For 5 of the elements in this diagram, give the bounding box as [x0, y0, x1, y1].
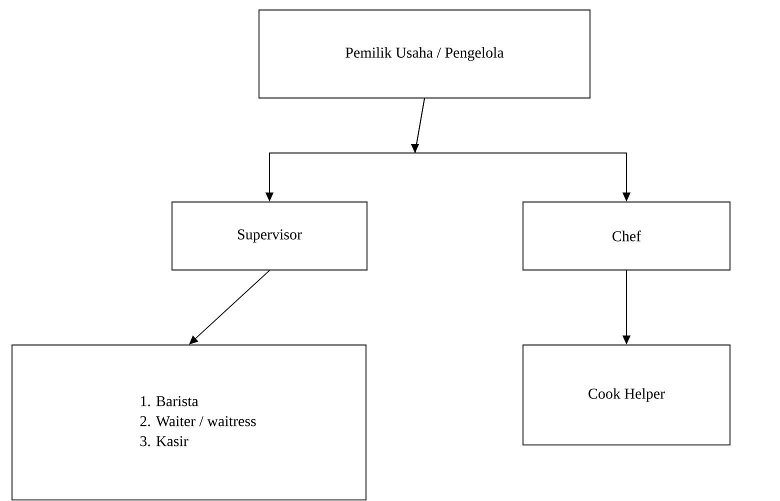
org-box: Chef	[522, 202, 730, 270]
list-box: 1. Barista 2. Waiter / waitress 3. Kasir	[12, 344, 366, 500]
org-box: Pemilik Usaha / Pengelola	[258, 10, 590, 98]
org-box: Supervisor	[172, 202, 368, 270]
org-box: Cook Helper	[522, 344, 730, 446]
